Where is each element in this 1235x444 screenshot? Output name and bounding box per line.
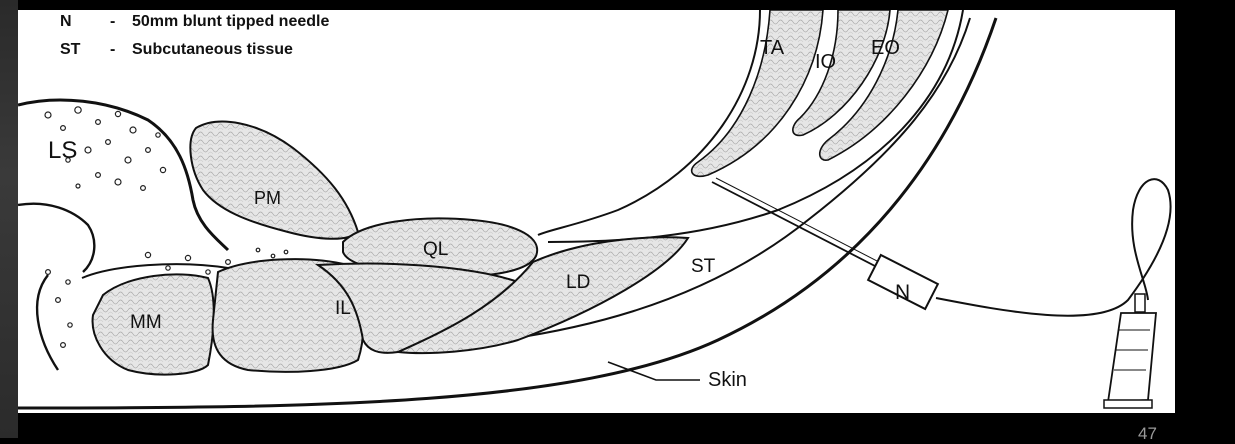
page-number: 47	[1138, 424, 1157, 444]
legend-item-subcutaneous: ST - Subcutaneous tissue	[60, 41, 293, 58]
anatomy-figure: N - 50mm blunt tipped needle ST - Subcut…	[18, 10, 1175, 413]
legend-meaning: 50mm blunt tipped needle	[132, 13, 329, 30]
legend-abbr: N	[60, 13, 72, 30]
label-mm: MM	[130, 312, 162, 333]
muscle-pm	[190, 122, 358, 239]
cross-section-diagram: N - 50mm blunt tipped needle ST - Subcut…	[18, 10, 1175, 413]
vertebra-lamina-inner	[37, 275, 58, 370]
muscle-ta	[692, 10, 823, 176]
label-ql: QL	[423, 239, 448, 260]
legend-item-needle: N - 50mm blunt tipped needle	[60, 13, 329, 30]
label-ta: TA	[760, 37, 785, 59]
needle-label: N	[895, 281, 910, 304]
slide-background-strip	[0, 0, 18, 438]
legend-abbr: ST	[60, 41, 81, 58]
label-il: IL	[335, 298, 351, 319]
vertebra-lamina	[18, 204, 94, 272]
syringe	[1104, 294, 1156, 408]
label-eo: EO	[871, 37, 900, 59]
label-st: ST	[691, 256, 716, 277]
legend: N - 50mm blunt tipped needle ST - Subcut…	[60, 13, 329, 58]
label-skin: Skin	[708, 369, 747, 391]
label-io: IO	[815, 51, 836, 73]
legend-meaning: Subcutaneous tissue	[132, 41, 293, 58]
legend-dash: -	[110, 41, 115, 58]
label-pm: PM	[254, 188, 281, 208]
label-ld: LD	[566, 272, 590, 293]
legend-dash: -	[110, 13, 115, 30]
label-ls: LS	[48, 137, 77, 164]
fascial-sheath	[538, 10, 760, 235]
